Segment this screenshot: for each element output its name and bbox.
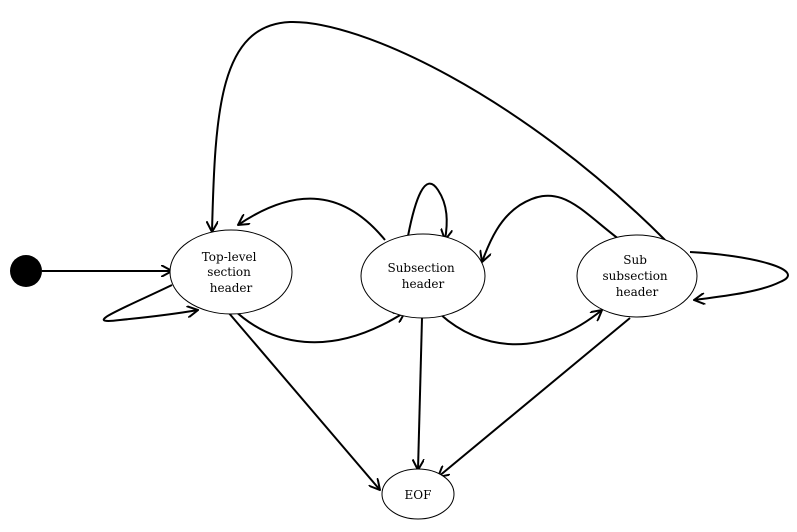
edge-top-level-to-subsection	[231, 307, 405, 344]
start-node	[10, 255, 42, 287]
node-label: subsection	[603, 269, 668, 283]
edge-sub-subsection-to-top-level	[212, 20, 666, 241]
node-label: EOF	[405, 488, 432, 502]
node-label: header	[210, 281, 253, 295]
svg-text:Sub subsection hea: Sub subsection header	[603, 253, 672, 299]
edge-top-level-self-loop	[102, 284, 198, 322]
node-label: Sub	[623, 253, 647, 267]
edge-subsection-to-sub-subsection	[439, 310, 602, 346]
node-label: header	[402, 277, 445, 291]
node-subsection-header: Subsection header	[360, 233, 486, 319]
edge-subsection-to-eof	[418, 317, 422, 470]
edge-sub-subsection-to-eof	[438, 317, 631, 477]
node-label: Subsection	[387, 261, 454, 275]
node-label: section	[207, 265, 251, 279]
edge-subsection-to-top-level	[238, 197, 386, 241]
edge-top-level-to-eof	[227, 311, 380, 490]
edge-sub-subsection-self-loop	[689, 251, 789, 300]
svg-text:EOF: EOF	[405, 488, 432, 502]
node-top-level-section-header: Top-level section header	[169, 229, 293, 315]
node-eof: EOF	[381, 468, 455, 520]
node-label: header	[616, 285, 659, 299]
svg-text:Top-level section: Top-level section header	[202, 250, 261, 295]
edge-subsection-self-loop	[407, 182, 447, 240]
svg-text:Subsection header: Subsection header	[387, 261, 458, 291]
edge-sub-subsection-to-subsection	[482, 194, 621, 262]
node-label: Top-level	[202, 250, 257, 264]
node-sub-subsection-header: Sub subsection header	[576, 234, 698, 318]
